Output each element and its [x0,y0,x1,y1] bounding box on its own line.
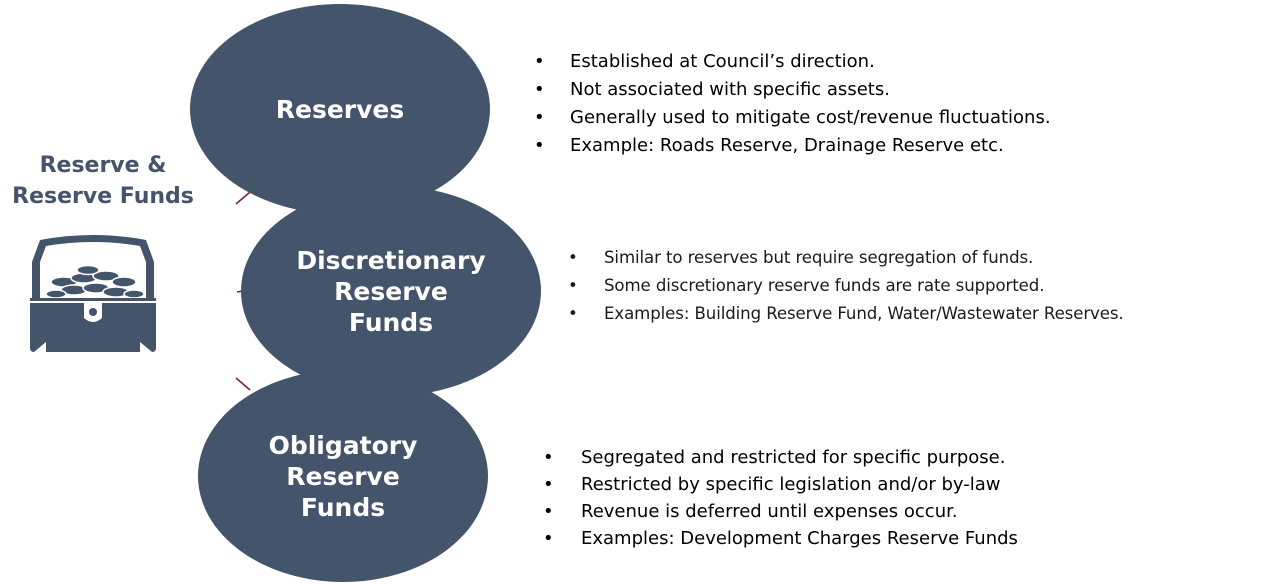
list-item: • Established at Council’s direction. [534,48,1051,76]
bullet-text: Generally used to mitigate cost/revenue … [570,107,1051,128]
bullet-icon: • [543,501,554,522]
bullet-text: Example: Roads Reserve, Drainage Reserve… [570,135,1004,156]
list-item: • Some discretionary reserve funds are ra… [568,272,1124,300]
diagram-title: Reserve & Reserve Funds [0,150,206,212]
bullet-icon: • [543,528,554,549]
bullet-icon: • [534,107,545,128]
list-item: • Generally used to mitigate cost/revenue… [534,104,1051,132]
discretionary-reserve-funds-label: Discretionary Reserve Funds [296,245,486,337]
list-item: • Not associated with specific assets. [534,76,1051,104]
bullet-text: Not associated with specific assets. [570,79,890,100]
bullet-text: Segregated and restricted for specific p… [581,447,1006,468]
bullet-text: Some discretionary reserve funds are rat… [604,276,1045,295]
list-item: • Example: Roads Reserve, Drainage Reserv… [534,132,1051,160]
list-item: • Similar to reserves but require segrega… [568,244,1124,272]
discretionary-bullet-list: • Similar to reserves but require segrega… [568,244,1124,328]
bullet-icon: • [543,474,554,495]
reserves-bullet-list: • Established at Council’s direction. • No… [534,48,1051,160]
bullet-icon: • [543,447,554,468]
list-item: • Revenue is deferred until expenses occu… [543,498,1018,525]
obligatory-bullet-list: • Segregated and restricted for specific … [543,444,1018,552]
obligatory-reserve-funds-oval: Obligatory Reserve Funds [198,370,488,582]
discretionary-reserve-funds-oval: Discretionary Reserve Funds [241,186,541,396]
list-item: • Examples: Building Reserve Fund, Water/… [568,300,1124,328]
reserves-oval: Reserves [190,4,490,214]
bullet-text: Revenue is deferred until expenses occur… [581,501,958,522]
connector-line-reserves [235,191,251,205]
obligatory-reserve-funds-label: Obligatory Reserve Funds [268,430,418,522]
bullet-icon: • [568,276,578,295]
bullet-text: Established at Council’s direction. [570,51,875,72]
list-item: • Examples: Development Charges Reserve F… [543,525,1018,552]
bullet-icon: • [534,51,545,72]
bullet-icon: • [568,248,578,267]
bullet-icon: • [568,304,578,323]
bullet-text: Similar to reserves but require segregat… [604,248,1034,267]
bullet-text: Examples: Building Reserve Fund, Water/W… [604,304,1124,323]
diagram-title-line2: Reserve Funds [12,184,194,209]
connector-line-obligatory [235,377,251,391]
bullet-text: Restricted by specific legislation and/o… [581,474,1001,495]
bullet-text: Examples: Development Charges Reserve Fu… [581,528,1018,549]
bullet-icon: • [534,135,545,156]
treasure-chest-icon [30,235,156,352]
diagram-title-line1: Reserve & [39,153,167,178]
list-item: • Segregated and restricted for specific … [543,444,1018,471]
bullet-icon: • [534,79,545,100]
list-item: • Restricted by specific legislation and/… [543,471,1018,498]
reserves-label: Reserves [275,94,405,124]
